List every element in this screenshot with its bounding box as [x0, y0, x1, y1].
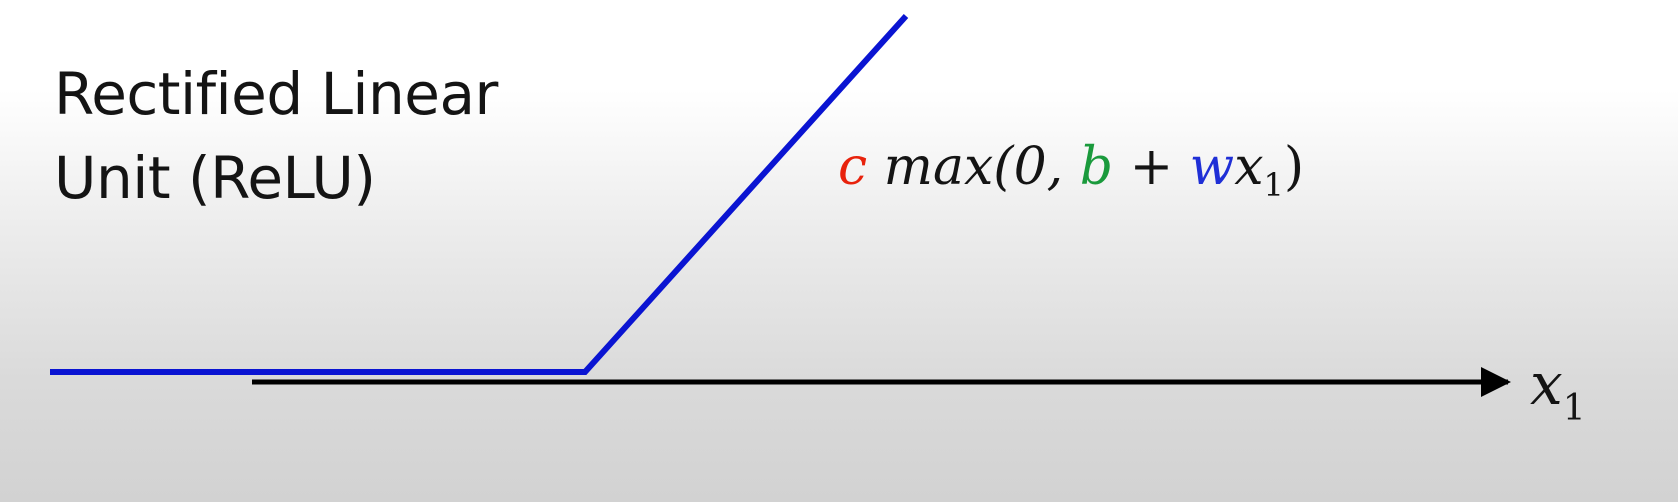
formula-c: c [838, 137, 868, 197]
formula-w: w [1189, 137, 1235, 197]
formula-close-paren: ) [1283, 137, 1305, 197]
formula-subscript: 1 [1263, 166, 1284, 204]
title-line-1: Rectified Linear [54, 60, 498, 128]
slide-title: Rectified Linear Unit (ReLU) [54, 52, 498, 220]
title-line-2: Unit (ReLU) [54, 144, 376, 212]
formula-x: x [1234, 137, 1264, 197]
formula-max: max(0, [883, 137, 1064, 197]
axis-subscript: 1 [1562, 388, 1586, 429]
formula-b: b [1079, 137, 1114, 197]
relu-formula: c max(0, b + wx1) [838, 132, 1304, 202]
formula-plus: + [1129, 137, 1174, 197]
relu-curve [50, 13, 909, 375]
axis-variable: x [1530, 350, 1563, 418]
x-axis-label: x1 [1530, 350, 1586, 427]
